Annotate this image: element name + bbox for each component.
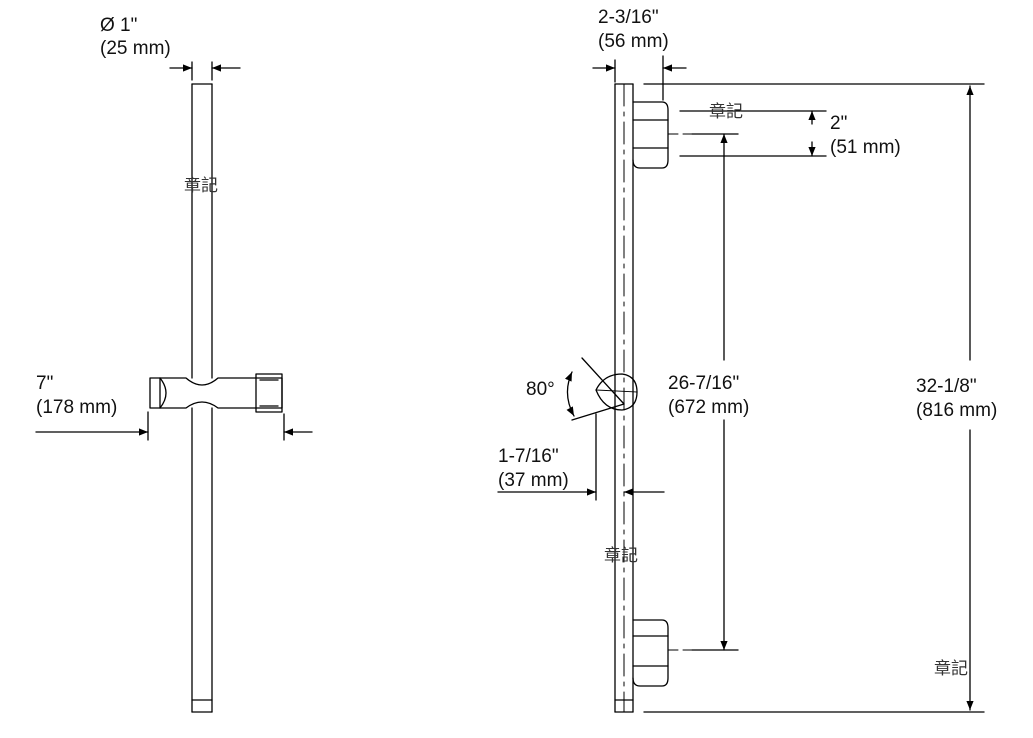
bracket-imperial-label: 2"	[830, 113, 848, 134]
side-view-top-bracket	[632, 101, 693, 169]
projection-imperial-label: 7"	[36, 373, 54, 394]
front-view-slide	[149, 373, 283, 413]
dim-depth-lines	[592, 55, 687, 101]
dim-offset-lines	[497, 413, 665, 501]
side-view-holder	[565, 357, 638, 421]
projection-metric-label: (178 mm)	[36, 397, 118, 418]
side-view-top-stamp: 章記	[709, 102, 743, 121]
offset-imperial-label: 1-7/16"	[498, 446, 559, 467]
depth-imperial-label: 2-3/16"	[598, 7, 659, 28]
spacing-metric-label: (672 mm)	[668, 397, 750, 418]
dim-diameter-lines	[169, 61, 241, 81]
side-view-bottom-bracket	[632, 619, 693, 687]
side-view-bar	[614, 83, 634, 713]
side-view-bottom-stamp: 章記	[934, 659, 968, 678]
bracket-metric-label: (51 mm)	[830, 137, 901, 158]
front-view-stamp: 章記	[184, 176, 218, 195]
holder-angle-label: 80°	[526, 379, 555, 400]
offset-metric-label: (37 mm)	[498, 470, 569, 491]
overall-imperial-label: 32-1/8"	[916, 376, 977, 397]
dim-overall-lines	[643, 83, 985, 713]
diameter-imperial-label: Ø 1"	[100, 15, 138, 36]
front-view-bar	[191, 83, 213, 713]
dim-bracket-lines	[679, 110, 827, 157]
diameter-metric-label: (25 mm)	[100, 38, 171, 59]
depth-metric-label: (56 mm)	[598, 31, 669, 52]
overall-metric-label: (816 mm)	[916, 400, 998, 421]
dim-projection-lines	[35, 411, 313, 441]
spacing-imperial-label: 26-7/16"	[668, 373, 740, 394]
dim-spacing-lines	[691, 133, 739, 651]
side-view-middle-stamp: 章記	[604, 546, 638, 565]
